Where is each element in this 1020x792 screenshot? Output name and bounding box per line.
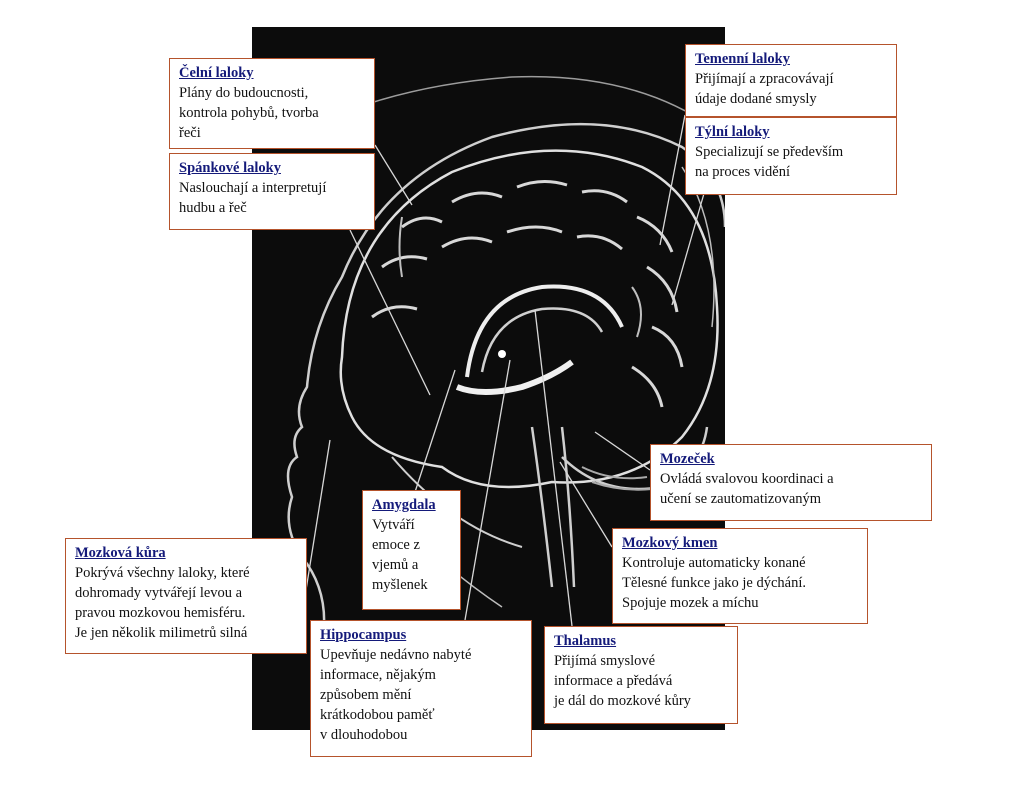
- label-title: Týlní laloky: [695, 124, 770, 140]
- label-temenni-laloky: Temenní laloky Přijímají a zpracovávají …: [685, 44, 897, 117]
- label-title: Thalamus: [554, 633, 617, 649]
- label-title: Amygdala: [372, 497, 436, 513]
- label-body: Kontroluje automaticky konané Tělesné fu…: [622, 555, 806, 611]
- label-mozkova-kura: Mozková kůra Pokrývá všechny laloky, kte…: [65, 538, 307, 654]
- label-body: Přijímají a zpracovávají údaje dodané sm…: [695, 71, 834, 107]
- label-mozkovy-kmen: Mozkový kmen Kontroluje automaticky kona…: [612, 528, 868, 624]
- label-mozecek: Mozeček Ovládá svalovou koordinaci a uče…: [650, 444, 932, 521]
- label-title: Čelní laloky: [179, 65, 254, 81]
- label-body: Upevňuje nedávno nabyté informace, nějak…: [320, 647, 472, 743]
- label-tylni-laloky: Týlní laloky Specializují se především n…: [685, 117, 897, 195]
- label-spankove-laloky: Spánkové laloky Naslouchají a interpretu…: [169, 153, 375, 230]
- label-title: Mozková kůra: [75, 545, 166, 561]
- label-body: Specializují se především na proces vidě…: [695, 144, 844, 180]
- label-body: Vytváří emoce z vjemů a myšlenek: [372, 517, 428, 593]
- label-title: Mozkový kmen: [622, 535, 718, 551]
- label-body: Přijímá smyslové informace a předává je …: [554, 653, 691, 709]
- label-hippocampus: Hippocampus Upevňuje nedávno nabyté info…: [310, 620, 532, 757]
- label-thalamus: Thalamus Přijímá smyslové informace a př…: [544, 626, 738, 724]
- label-body: Ovládá svalovou koordinaci a učení se za…: [660, 471, 834, 507]
- label-title: Hippocampus: [320, 627, 407, 643]
- label-title: Temenní laloky: [695, 51, 790, 67]
- label-title: Mozeček: [660, 451, 715, 467]
- label-amygdala: Amygdala Vytváří emoce z vjemů a myšlene…: [362, 490, 461, 610]
- label-body: Plány do budoucnosti, kontrola pohybů, t…: [179, 85, 319, 141]
- label-title: Spánkové laloky: [179, 160, 281, 176]
- label-body: Pokrývá všechny laloky, které dohromady …: [75, 565, 250, 641]
- label-body: Naslouchají a interpretují hudbu a řeč: [179, 180, 327, 216]
- label-celni-laloky: Čelní laloky Plány do budoucnosti, kontr…: [169, 58, 375, 149]
